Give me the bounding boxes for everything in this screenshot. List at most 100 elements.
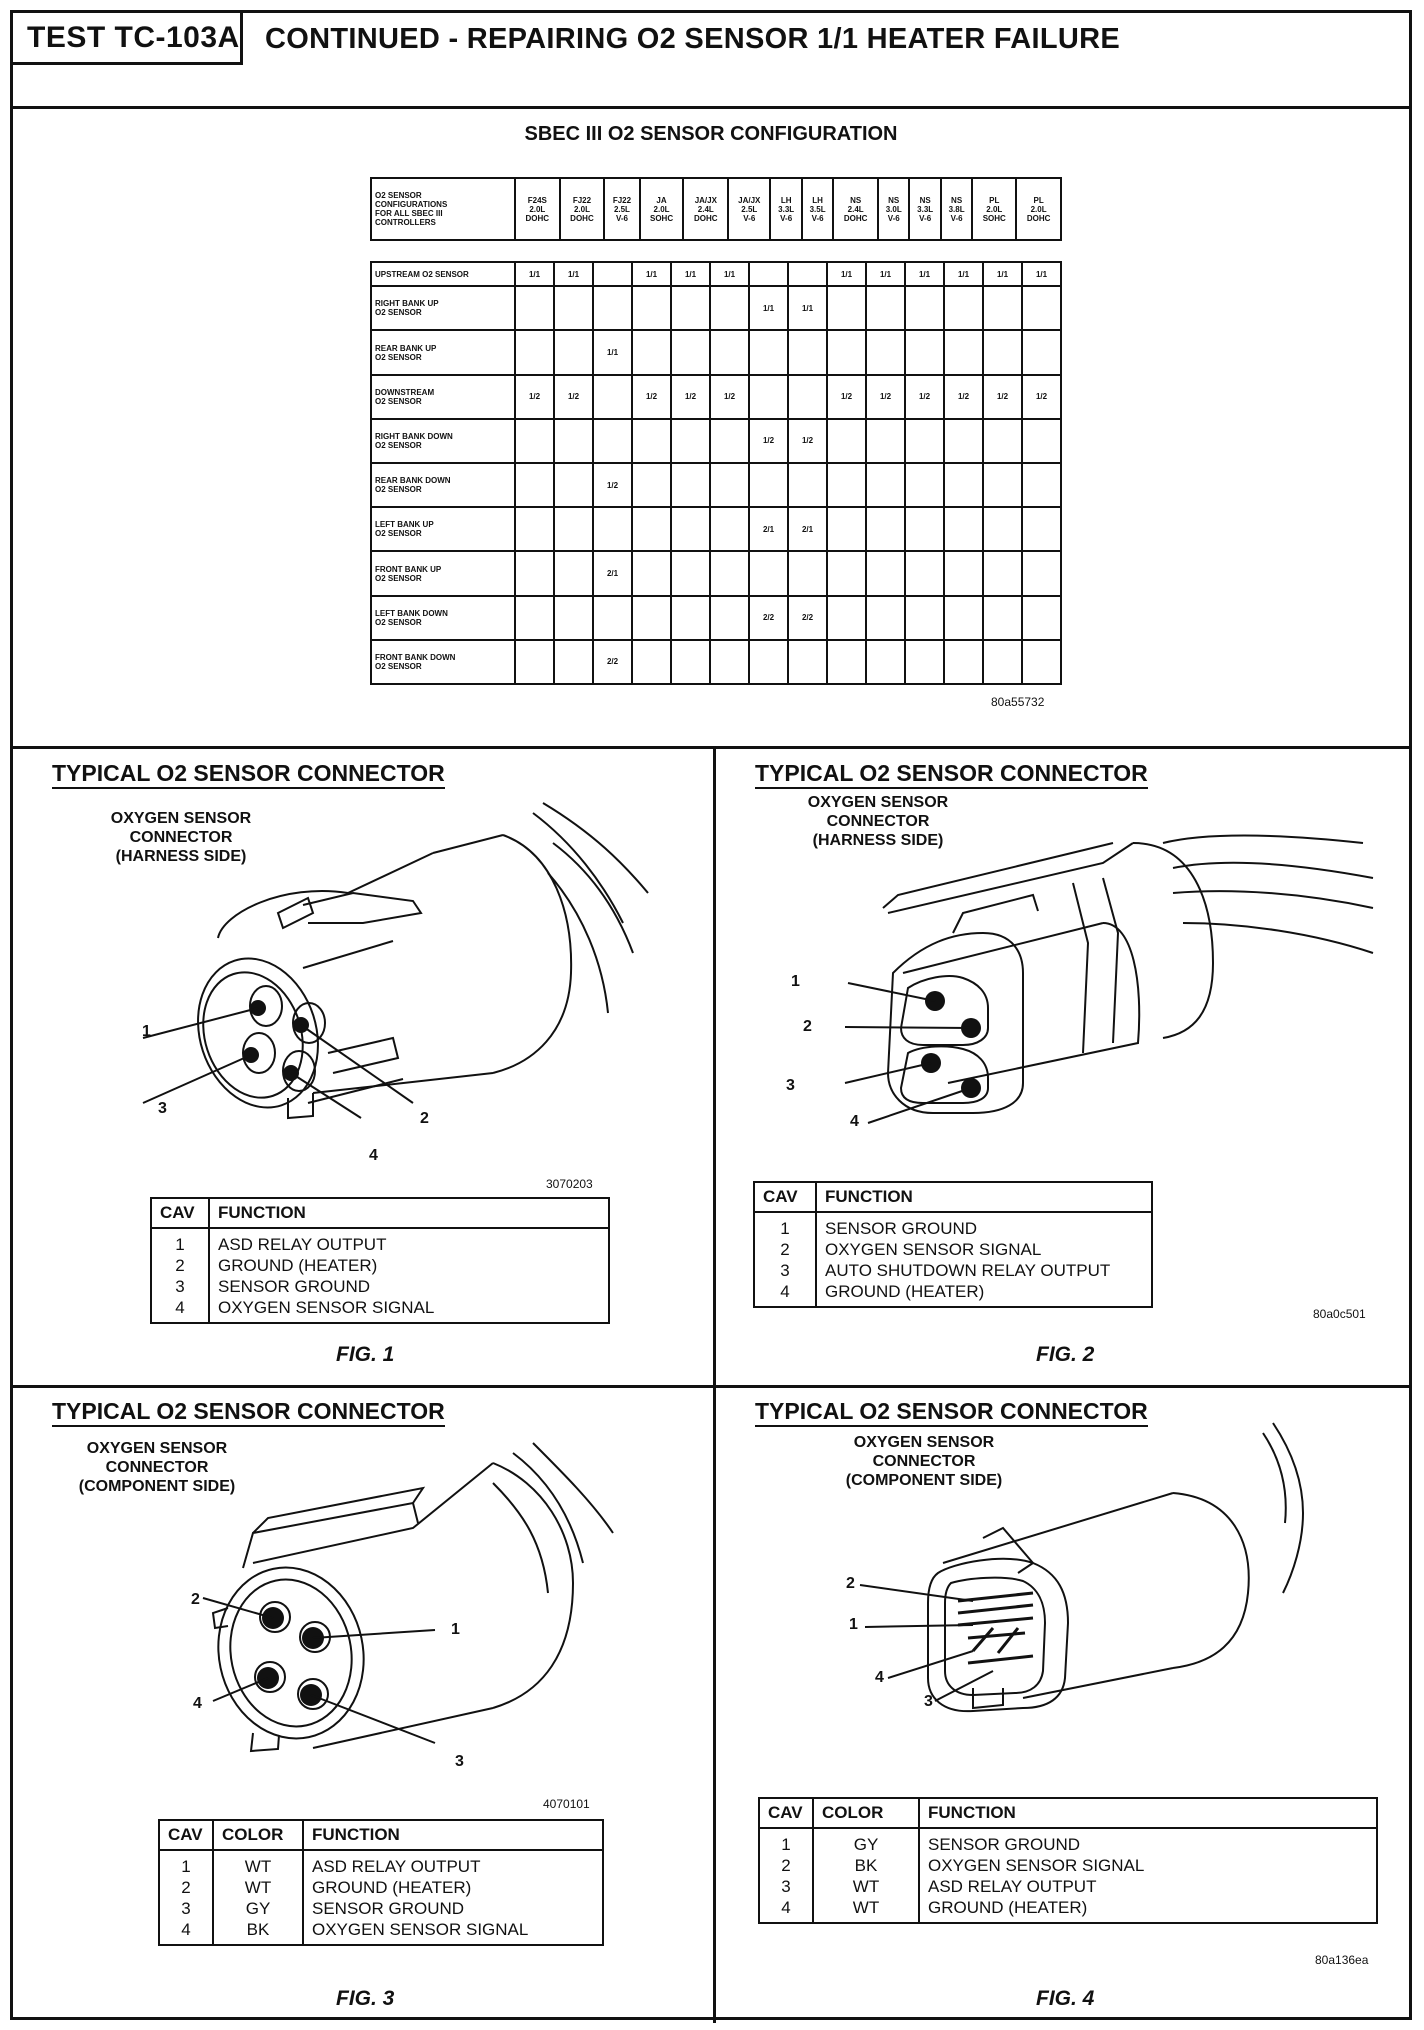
config-cell <box>943 417 984 465</box>
callout-line: OXYGEN SENSOR <box>86 1440 228 1457</box>
function-cell: OXYGEN SENSOR SIGNAL <box>928 1856 1145 1875</box>
config-cell: 1/1 <box>709 260 750 288</box>
color-cell: WT <box>213 1877 304 1898</box>
cav-cell: 4 <box>754 1281 817 1307</box>
cav-cell: 2 <box>159 1877 214 1898</box>
config-column-header-line: 2.0L <box>653 204 670 214</box>
config-cell: 1/1 <box>943 260 984 288</box>
function-cell: AUTO SHUTDOWN RELAY OUTPUT <box>825 1261 1111 1280</box>
cav-cell: 4 <box>159 1919 214 1945</box>
callout-line: (HARNESS SIDE) <box>115 848 247 865</box>
config-row-label-line: FRONT BANK UP <box>375 564 442 574</box>
pin-label: 4 <box>193 1695 202 1712</box>
config-column-header-line: 2.0L <box>529 204 546 214</box>
config-column-header-line: JA/JX <box>694 195 717 205</box>
pin-label: 2 <box>803 1018 812 1035</box>
config-cell: 1/2 <box>553 373 594 420</box>
config-corner-label: O2 SENSOR CONFIGURATIONS FOR ALL SBEC II… <box>370 177 516 241</box>
config-cell <box>631 462 672 509</box>
config-cell: 1/1 <box>865 260 906 288</box>
config-column-header-line: 2.4L <box>847 204 864 214</box>
column-header-color: COLOR <box>813 1798 920 1829</box>
config-cell: 1/2 <box>982 373 1023 420</box>
config-cell <box>904 329 945 376</box>
config-cell <box>1021 594 1062 641</box>
config-column-header-line: 2.0L <box>1030 204 1047 214</box>
cav-cell: 3 <box>759 1876 814 1897</box>
config-cell <box>748 462 789 509</box>
config-column-header-line: 2.4L <box>697 204 714 214</box>
config-cell <box>709 462 750 509</box>
color-cell: BK <box>813 1855 920 1876</box>
table-header-row: CAV FUNCTION <box>754 1182 1152 1213</box>
corner-label-line: CONTROLLERS <box>375 218 436 227</box>
config-cell <box>709 550 750 597</box>
config-row-label-line: O2 SENSOR <box>375 440 422 450</box>
config-cell <box>982 638 1023 686</box>
config-cell <box>670 462 711 509</box>
config-cell <box>631 594 672 641</box>
config-row-label-line: LEFT BANK UP <box>375 520 434 530</box>
column-header-cav: CAV <box>759 1798 814 1829</box>
config-row-label-line: REAR BANK DOWN <box>375 476 451 486</box>
config-cell <box>943 594 984 641</box>
pin-label: 3 <box>786 1077 795 1094</box>
cav-cell: 1 <box>754 1212 817 1239</box>
config-cell <box>631 285 672 332</box>
cav-cell: 3 <box>159 1898 214 1919</box>
config-cell <box>904 417 945 465</box>
config-cell <box>982 550 1023 597</box>
function-cell: OXYGEN SENSOR SIGNAL <box>218 1298 435 1317</box>
config-column-header-line: FJ22 <box>612 195 632 205</box>
square-harness-connector-illustration <box>844 834 1374 1124</box>
config-cell <box>709 594 750 641</box>
config-cell <box>904 550 945 597</box>
figure-3-code: 4070101 <box>543 1797 590 1811</box>
config-figure-code: 80a55732 <box>991 695 1045 709</box>
config-cell <box>826 329 867 376</box>
column-header-color: COLOR <box>213 1820 304 1851</box>
config-cell <box>1021 329 1062 376</box>
config-cell: 1/2 <box>1021 373 1062 420</box>
callout-line: CONNECTOR <box>105 1459 209 1476</box>
config-cell <box>943 638 984 686</box>
column-header-function: FUNCTION <box>919 1798 1377 1829</box>
config-column-header-line: 2.5L <box>613 204 630 214</box>
config-column-header-line: SOHC <box>982 213 1006 223</box>
config-column-header-table: O2 SENSOR CONFIGURATIONS FOR ALL SBEC II… <box>370 177 1062 241</box>
pin-label: 2 <box>420 1110 429 1127</box>
page-title: CONTINUED - REPAIRING O2 SENSOR 1/1 HEAT… <box>265 23 1121 55</box>
config-cell <box>1021 462 1062 509</box>
config-cell <box>553 329 594 376</box>
config-cell: 1/2 <box>631 373 672 420</box>
config-row-label-line: DOWNSTREAM <box>375 387 435 397</box>
config-column-header-line: F24S <box>527 195 547 205</box>
callout-line: OXYGEN SENSOR <box>807 794 949 811</box>
config-cell: 1/1 <box>982 260 1023 288</box>
config-cell: 1/2 <box>865 373 906 420</box>
config-column-header-line: 2.0L <box>573 204 590 214</box>
column-header-function: FUNCTION <box>303 1820 603 1851</box>
test-id-label: TEST TC-103A <box>13 13 243 65</box>
cav-cell: 4 <box>759 1897 814 1923</box>
config-cell: 1/2 <box>826 373 867 420</box>
